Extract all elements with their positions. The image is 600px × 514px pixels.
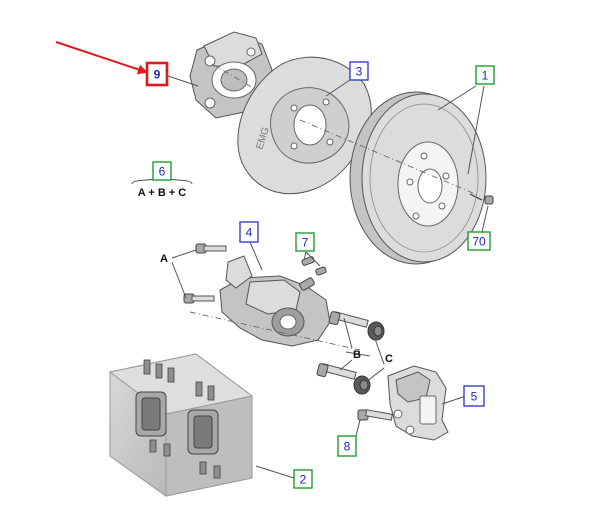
part-2-brake-pad-kit — [108, 353, 254, 497]
highlight-arrow — [55, 41, 148, 75]
part-1-brake-disc — [349, 91, 487, 265]
svg-text:2: 2 — [300, 473, 307, 487]
svg-text:3: 3 — [356, 65, 363, 79]
svg-text:9: 9 — [154, 68, 161, 82]
callout-70[interactable]: 70 — [467, 231, 491, 251]
brake-pad-right — [187, 409, 219, 455]
guide-pin-upper — [328, 311, 369, 328]
caliper-bolt-upper — [195, 243, 227, 254]
callout-9[interactable]: 9 — [145, 61, 169, 87]
callout-7[interactable]: 7 — [295, 232, 315, 252]
part-5-caliper-bracket — [387, 365, 449, 441]
part-70-disc-screw — [469, 193, 494, 205]
brake-pad-left — [135, 391, 167, 437]
part-3-dust-shield: EMG — [237, 56, 372, 195]
callout-4[interactable]: 4 — [239, 221, 259, 243]
formula-text: A + B + C — [138, 187, 187, 199]
svg-text:4: 4 — [246, 226, 253, 240]
part-7-bleed-valve — [301, 256, 327, 276]
callout-2[interactable]: 2 — [293, 469, 313, 489]
svg-text:7: 7 — [302, 236, 309, 250]
guide-boot-lower — [353, 375, 371, 395]
svg-text:6: 6 — [159, 165, 166, 179]
guide-boot-upper — [367, 321, 385, 341]
svg-text:70: 70 — [472, 235, 486, 249]
part-4-brake-caliper — [219, 255, 331, 347]
callout-6[interactable]: 6 — [152, 161, 172, 181]
callout-3[interactable]: 3 — [349, 61, 369, 81]
part-8-bracket-bolt — [357, 409, 393, 421]
svg-text:8: 8 — [344, 440, 351, 454]
svg-text:5: 5 — [471, 390, 478, 404]
callout-1[interactable]: 1 — [475, 65, 495, 85]
pad-clips — [143, 359, 221, 479]
group-letter-a: A — [160, 253, 168, 265]
callout-8[interactable]: 8 — [337, 435, 357, 457]
guide-pin-lower — [316, 363, 357, 380]
svg-text:1: 1 — [482, 69, 489, 83]
group-letter-b: B — [353, 349, 361, 361]
caliper-bolt-lower — [183, 293, 215, 304]
callout-5[interactable]: 5 — [463, 385, 485, 407]
group-letter-c: C — [385, 353, 393, 365]
